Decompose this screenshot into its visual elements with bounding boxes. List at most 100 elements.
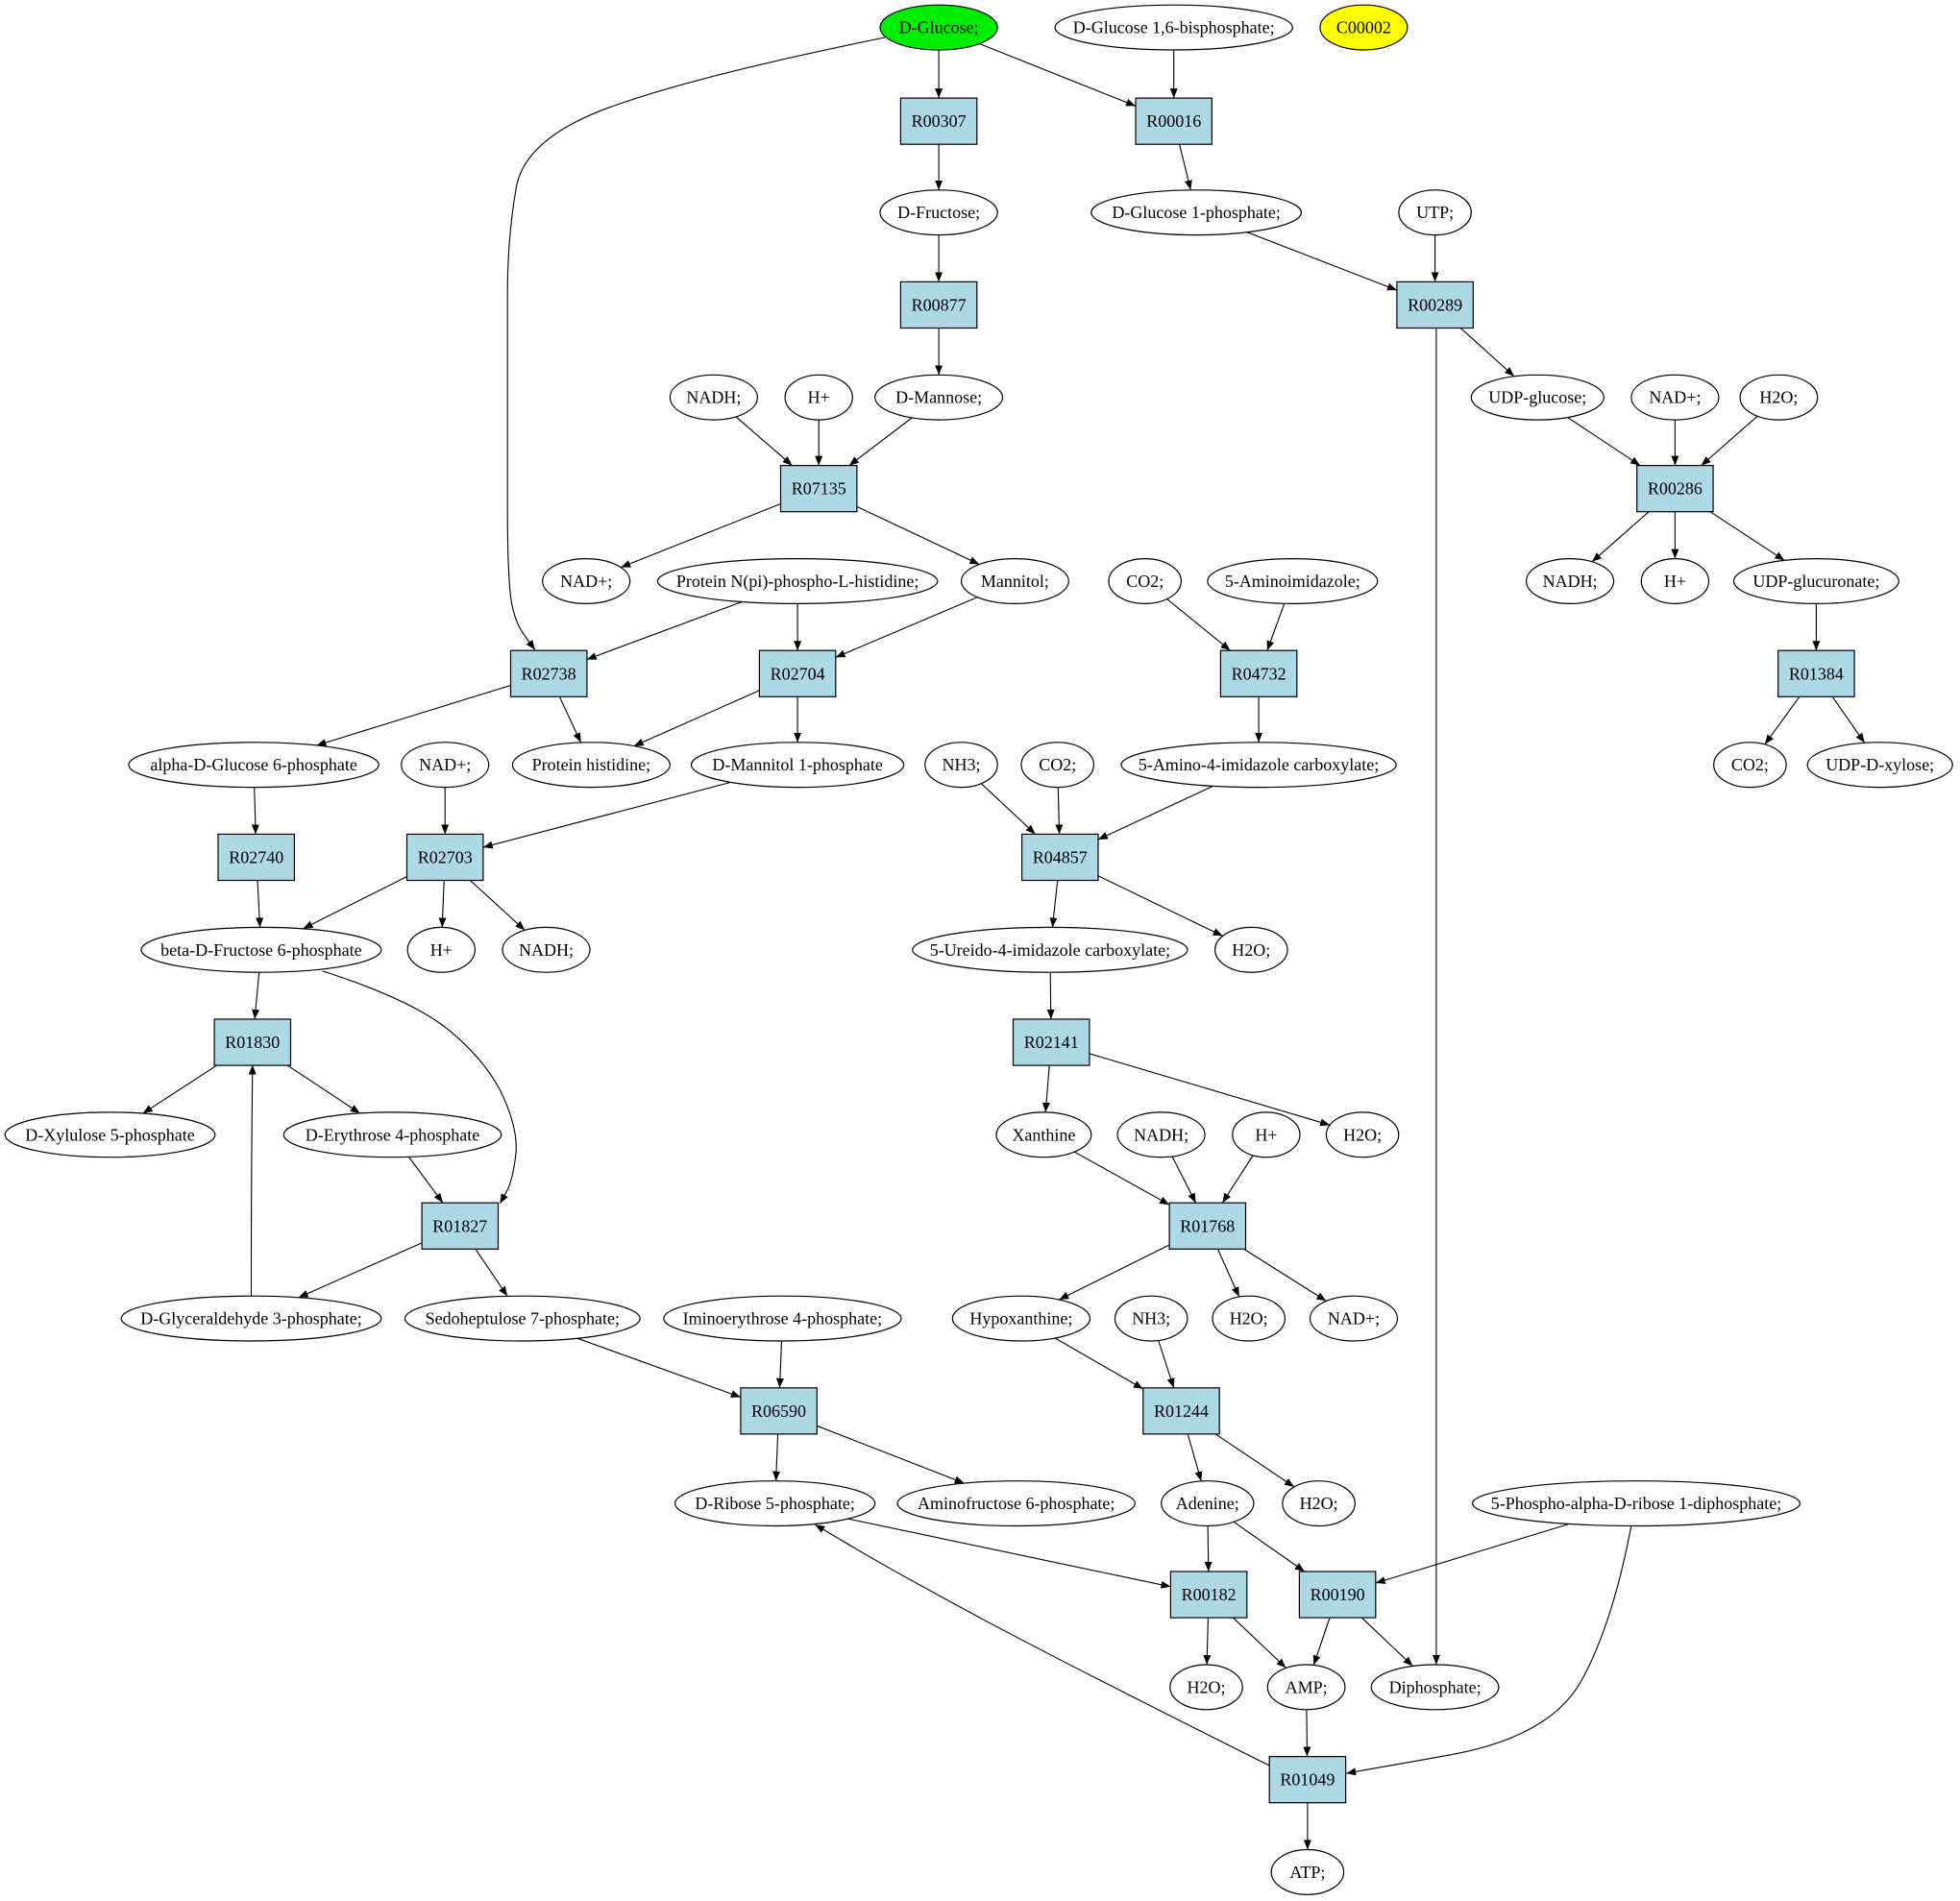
compound-node[interactable]: NH3; — [1114, 1295, 1188, 1342]
compound-ellipse — [1020, 742, 1095, 789]
compound-node[interactable]: H2O; — [1169, 1664, 1243, 1711]
reaction-node[interactable]: R02703 — [405, 833, 484, 882]
compound-node[interactable]: NAD+; — [542, 557, 631, 604]
compound-label: H+ — [1255, 1125, 1277, 1144]
reaction-node[interactable]: R02141 — [1012, 1018, 1090, 1066]
reaction-label: R04732 — [1232, 664, 1286, 683]
compound-node[interactable]: D-Ribose 5-phosphate; — [674, 1480, 876, 1527]
compound-node[interactable]: 5-Phospho-alpha-D-ribose 1-diphosphate; — [1471, 1480, 1801, 1527]
compound-node[interactable]: Diphosphate; — [1370, 1664, 1500, 1711]
compound-node[interactable]: CO2; — [1713, 742, 1787, 789]
compound-label: Protein N(pi)-phospho-L-histidine; — [676, 572, 919, 592]
compound-node[interactable]: D-Glucose; — [879, 4, 998, 51]
compound-node[interactable]: NH3; — [924, 742, 998, 789]
compound-node[interactable]: H+ — [1232, 1111, 1301, 1158]
compound-node[interactable]: NADH; — [1525, 557, 1615, 604]
compound-node[interactable]: D-Glyceraldehyde 3-phosphate; — [120, 1295, 382, 1342]
compound-node[interactable]: 5-Ureido-4-imidazole carboxylate; — [912, 926, 1188, 973]
reaction-node[interactable]: R07135 — [779, 465, 858, 513]
reaction-node[interactable]: R02704 — [758, 649, 837, 697]
reaction-node[interactable]: R01049 — [1268, 1755, 1347, 1804]
compound-node[interactable]: D-Mannose; — [874, 374, 1004, 421]
compound-node[interactable]: Protein histidine; — [511, 742, 672, 789]
compound-node[interactable]: Protein N(pi)-phospho-L-histidine; — [656, 557, 939, 604]
compound-node[interactable]: NAD+; — [1309, 1295, 1399, 1342]
compound-node[interactable]: beta-D-Fructose 6-phosphate — [140, 926, 382, 973]
compound-node[interactable]: CO2; — [1108, 557, 1183, 604]
reaction-node[interactable]: R01830 — [213, 1018, 292, 1066]
compound-node[interactable]: Iminoerythrose 4-phosphate; — [663, 1295, 902, 1342]
compound-node[interactable]: UDP-glucose; — [1470, 374, 1605, 421]
reaction-node[interactable]: R01827 — [421, 1202, 500, 1250]
compound-node[interactable]: 5-Amino-4-imidazole carboxylate; — [1120, 742, 1397, 789]
reaction-box — [1135, 97, 1213, 145]
compound-node[interactable]: H2O; — [1214, 926, 1288, 973]
compound-node[interactable]: H+ — [1640, 557, 1710, 604]
compound-node[interactable]: NAD+; — [1630, 374, 1720, 421]
compound-node[interactable]: D-Glucose 1-phosphate; — [1090, 189, 1302, 236]
compound-node[interactable]: UDP-D-xylose; — [1806, 742, 1953, 789]
reaction-node[interactable]: R04857 — [1020, 833, 1099, 882]
compound-node[interactable]: UTP; — [1398, 189, 1472, 236]
compound-node[interactable]: Mannitol; — [960, 557, 1069, 604]
compound-node[interactable]: H2O; — [1739, 374, 1819, 421]
compound-node[interactable]: Adenine; — [1161, 1480, 1255, 1527]
edge-R02740-to-bf6p — [256, 880, 264, 928]
compound-node[interactable]: AMP; — [1266, 1664, 1346, 1711]
compound-node[interactable]: Hypoxanthine; — [951, 1295, 1091, 1342]
compound-node[interactable]: alpha-D-Glucose 6-phosphate — [128, 742, 380, 789]
compound-node[interactable]: D-Xylulose 5-phosphate — [4, 1111, 216, 1158]
reaction-node[interactable]: R02740 — [217, 833, 296, 882]
compound-label: H+ — [1664, 572, 1686, 591]
compound-node[interactable]: H2O; — [1325, 1111, 1400, 1158]
reaction-node[interactable]: R00016 — [1135, 97, 1213, 145]
compound-node[interactable]: NADH; — [502, 926, 591, 973]
reaction-node[interactable]: R00877 — [899, 280, 978, 329]
reaction-node[interactable]: R06590 — [740, 1387, 818, 1435]
compound-ellipse — [879, 4, 998, 51]
compound-node[interactable]: H2O; — [1282, 1480, 1356, 1527]
reaction-node[interactable]: R01768 — [1168, 1202, 1247, 1250]
compound-node[interactable]: H+ — [784, 374, 853, 421]
compound-label: D-Glucose 1-phosphate; — [1112, 203, 1280, 222]
compound-label: Adenine; — [1176, 1494, 1239, 1513]
reaction-label: R06590 — [751, 1401, 806, 1421]
compound-node[interactable]: NAD+; — [401, 742, 490, 789]
compound-node[interactable]: H+ — [406, 926, 476, 973]
compound-label: CO2; — [1731, 755, 1769, 774]
compound-node[interactable]: Xanthine — [995, 1111, 1092, 1158]
compound-node[interactable]: D-Mannitol 1-phosphate — [690, 742, 905, 789]
edge-R01827-to-s7p — [475, 1249, 508, 1297]
edge-hplus4-to-R01768 — [1221, 1155, 1254, 1204]
compound-label: NADH; — [686, 388, 741, 407]
reaction-label: R00877 — [912, 295, 967, 314]
reaction-node[interactable]: R01244 — [1142, 1387, 1220, 1435]
compound-ellipse — [1207, 557, 1379, 604]
reaction-node[interactable]: R00307 — [899, 97, 978, 145]
compound-node[interactable]: Sedoheptulose 7-phosphate; — [404, 1295, 641, 1342]
compound-node[interactable]: ATP; — [1270, 1848, 1345, 1895]
compound-node[interactable]: Aminofructose 6-phosphate; — [896, 1480, 1136, 1527]
reaction-node[interactable]: R00190 — [1298, 1571, 1377, 1619]
compound-node[interactable]: NADH; — [669, 374, 759, 421]
edge-R02738-to-prothis — [558, 696, 582, 743]
edge-bf6p-to-R01830 — [252, 972, 260, 1020]
compound-node[interactable]: H2O; — [1212, 1295, 1286, 1342]
reaction-node[interactable]: R00289 — [1396, 280, 1474, 329]
reaction-node[interactable]: R04732 — [1219, 649, 1298, 697]
compound-label: D-Glucose 1,6-bisphosphate; — [1073, 18, 1275, 37]
compound-node[interactable]: D-Glucose 1,6-bisphosphate; — [1054, 4, 1293, 51]
compound-node[interactable]: D-Fructose; — [879, 189, 998, 236]
reaction-node[interactable]: R00286 — [1636, 465, 1714, 513]
compound-node[interactable]: CO2; — [1020, 742, 1095, 789]
compound-node[interactable]: D-Erythrose 4-phosphate — [282, 1111, 502, 1158]
edge-g1p-to-R00289 — [1246, 232, 1398, 291]
compound-node[interactable]: 5-Aminoimidazole; — [1207, 557, 1379, 604]
compound-node[interactable]: UDP-glucuronate; — [1732, 557, 1899, 604]
reaction-node[interactable]: R01384 — [1777, 649, 1855, 697]
compound-node[interactable]: C00002 — [1319, 4, 1409, 51]
reaction-node[interactable]: R02738 — [509, 649, 588, 697]
compound-node[interactable]: NADH; — [1116, 1111, 1206, 1158]
reaction-node[interactable]: R00182 — [1169, 1571, 1248, 1619]
edge-nadh1-to-R07135 — [735, 416, 793, 467]
